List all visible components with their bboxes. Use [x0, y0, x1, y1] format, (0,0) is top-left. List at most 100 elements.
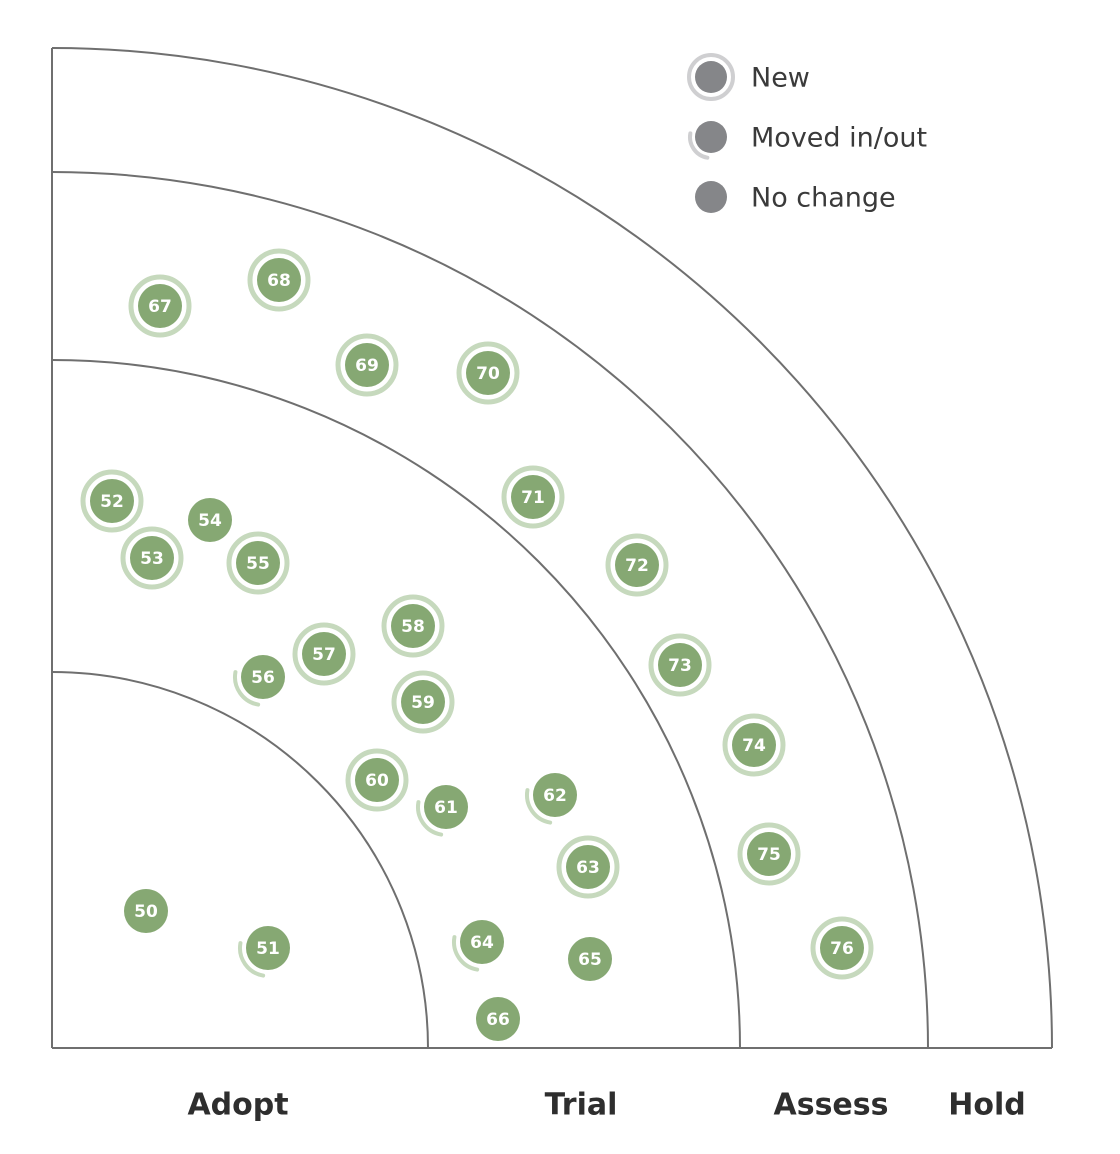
- blip-dot: [566, 845, 610, 889]
- blip-55[interactable]: 55: [226, 531, 290, 595]
- blip-dot: [236, 541, 280, 585]
- legend-dot-icon: [695, 181, 727, 213]
- blip-dot: [138, 284, 182, 328]
- legend-new-ring-icon: [687, 53, 735, 101]
- ring-boundary-assess: [51, 171, 929, 1049]
- blip-number-label: 63: [576, 858, 600, 878]
- blip-number-label: 66: [486, 1010, 510, 1030]
- blip-number-label: 58: [401, 617, 425, 637]
- new-ring-icon: [737, 822, 801, 886]
- blip-dot: [460, 920, 504, 964]
- new-ring-icon: [292, 622, 356, 686]
- legend-item-none: No change: [695, 181, 896, 214]
- blip-dot: [124, 889, 168, 933]
- blip-number-label: 54: [198, 511, 222, 531]
- blip-66[interactable]: 66: [476, 997, 520, 1041]
- legend-dot-icon: [695, 121, 727, 153]
- ring-label-assess: Assess: [774, 1088, 889, 1123]
- blip-number-label: 57: [312, 645, 336, 665]
- moved-arc-icon: [233, 670, 261, 707]
- blip-76[interactable]: 76: [810, 916, 874, 980]
- new-ring-icon: [381, 594, 445, 658]
- blip-72[interactable]: 72: [605, 533, 669, 597]
- blip-number-label: 64: [470, 933, 494, 953]
- blip-number-label: 50: [134, 902, 158, 922]
- blip-dot: [302, 632, 346, 676]
- moved-arc-icon: [416, 800, 444, 837]
- new-ring-icon: [722, 713, 786, 777]
- new-ring-icon: [120, 526, 184, 590]
- blip-69[interactable]: 69: [335, 333, 399, 397]
- blip-54[interactable]: 54: [188, 498, 232, 542]
- blip-59[interactable]: 59: [391, 670, 455, 734]
- blip-61[interactable]: 61: [416, 785, 468, 837]
- blip-75[interactable]: 75: [737, 822, 801, 886]
- blip-dot: [747, 832, 791, 876]
- blip-dot: [188, 498, 232, 542]
- new-ring-icon: [556, 835, 620, 899]
- blip-67[interactable]: 67: [128, 274, 192, 338]
- blip-60[interactable]: 60: [345, 748, 409, 812]
- blip-dot: [615, 543, 659, 587]
- blip-number-label: 71: [521, 488, 545, 508]
- legend-label: No change: [751, 183, 896, 214]
- blip-dot: [732, 723, 776, 767]
- legend-moved-arc-icon: [688, 131, 710, 160]
- moved-arc-icon: [452, 935, 480, 972]
- blip-62[interactable]: 62: [525, 773, 577, 825]
- blip-74[interactable]: 74: [722, 713, 786, 777]
- blip-58[interactable]: 58: [381, 594, 445, 658]
- ring-label-trial: Trial: [545, 1088, 618, 1123]
- blip-dot: [130, 536, 174, 580]
- blip-number-label: 68: [267, 271, 291, 291]
- blip-57[interactable]: 57: [292, 622, 356, 686]
- blip-63[interactable]: 63: [556, 835, 620, 899]
- blip-70[interactable]: 70: [456, 341, 520, 405]
- blip-dot: [533, 773, 577, 817]
- blip-71[interactable]: 71: [501, 465, 565, 529]
- blip-dot: [476, 997, 520, 1041]
- blip-52[interactable]: 52: [80, 469, 144, 533]
- blip-number-label: 76: [830, 939, 854, 959]
- new-ring-icon: [80, 469, 144, 533]
- new-ring-icon: [345, 748, 409, 812]
- new-ring-icon: [335, 333, 399, 397]
- blip-dot: [391, 604, 435, 648]
- blip-53[interactable]: 53: [120, 526, 184, 590]
- blip-dot: [241, 655, 285, 699]
- blip-number-label: 60: [365, 771, 389, 791]
- blip-dot: [568, 937, 612, 981]
- moved-arc-icon: [525, 788, 553, 825]
- blip-number-label: 62: [543, 786, 567, 806]
- blip-number-label: 70: [476, 364, 500, 384]
- blip-68[interactable]: 68: [247, 248, 311, 312]
- blip-number-label: 74: [742, 736, 766, 756]
- ring-arcs: [51, 47, 1053, 1049]
- blip-65[interactable]: 65: [568, 937, 612, 981]
- new-ring-icon: [501, 465, 565, 529]
- blip-64[interactable]: 64: [452, 920, 504, 972]
- blip-dot: [257, 258, 301, 302]
- blip-dot: [345, 343, 389, 387]
- legend-label: Moved in/out: [751, 123, 927, 154]
- blip-number-label: 65: [578, 950, 602, 970]
- blip-number-label: 53: [140, 549, 164, 569]
- ring-boundary-trial: [51, 359, 741, 1049]
- blip-number-label: 55: [246, 554, 270, 574]
- new-ring-icon: [247, 248, 311, 312]
- blip-50[interactable]: 50: [124, 889, 168, 933]
- blip-56[interactable]: 56: [233, 655, 285, 707]
- new-ring-icon: [226, 531, 290, 595]
- moved-arc-icon: [238, 941, 266, 978]
- blip-number-label: 51: [256, 939, 280, 959]
- blip-51[interactable]: 51: [238, 926, 290, 978]
- blip-73[interactable]: 73: [648, 633, 712, 697]
- ring-boundary-hold: [51, 47, 1053, 1049]
- blip-dot: [658, 643, 702, 687]
- ring-label-adopt: Adopt: [187, 1088, 288, 1123]
- new-ring-icon: [605, 533, 669, 597]
